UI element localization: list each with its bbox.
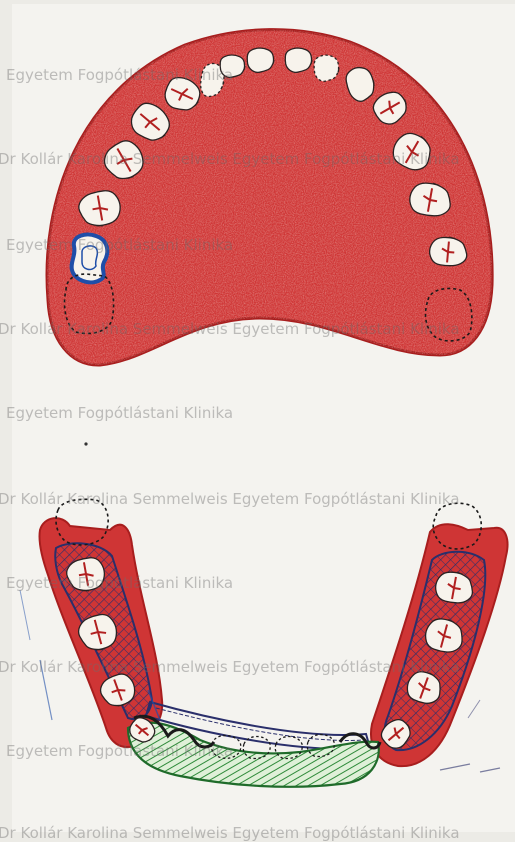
watermark-text: Egyetem Fogpótlástani Klinika xyxy=(6,236,233,254)
watermark-text: Egyetem Fogpótlástani Klinika xyxy=(6,66,233,84)
watermark-text: Dr Kollár Karolina Semmelweis Egyetem Fo… xyxy=(0,824,460,842)
watermark-text: Dr Kollár Karolina Semmelweis Egyetem Fo… xyxy=(0,150,460,168)
tooth xyxy=(285,48,312,72)
tooth xyxy=(247,48,274,72)
watermark-text: Dr Kollár Karolina Semmelweis Egyetem Fo… xyxy=(0,658,460,676)
watermark-text: Egyetem Fogpótlástani Klinika xyxy=(6,404,233,422)
watermark-text: Egyetem Fogpótlástani Klinika xyxy=(6,574,233,592)
watermark-text: Dr Kollár Karolina Semmelweis Egyetem Fo… xyxy=(0,320,460,338)
watermark-text: Dr Kollár Karolina Semmelweis Egyetem Fo… xyxy=(0,490,460,508)
watermark-text: Egyetem Fogpótlástani Klinika xyxy=(6,742,233,760)
